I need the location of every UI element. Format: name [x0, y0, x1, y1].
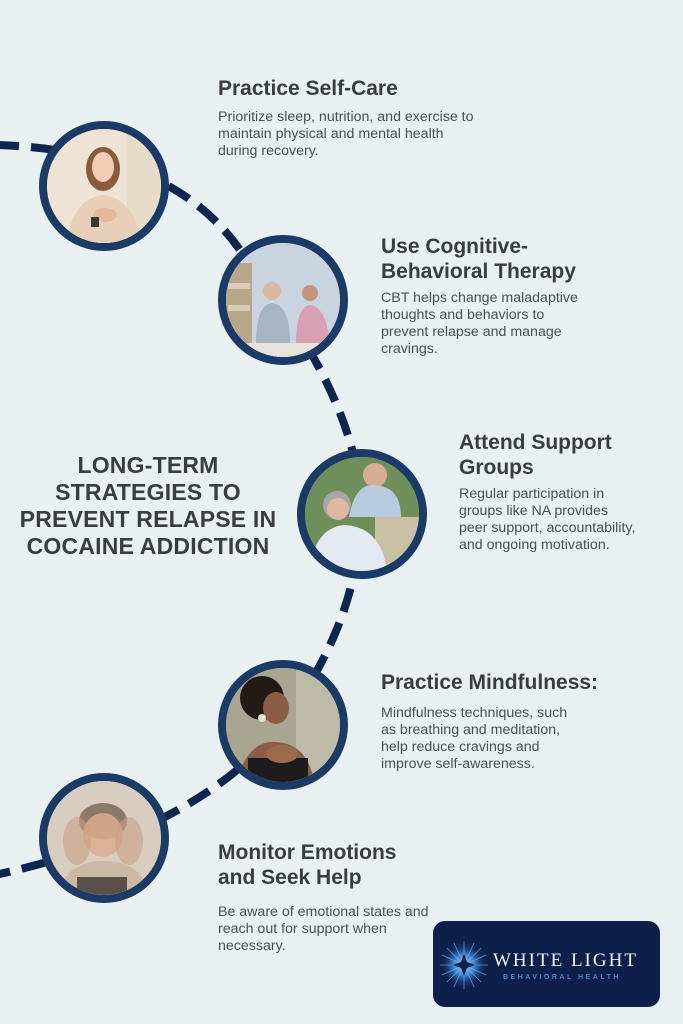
- logo-name: WHITE LIGHT: [493, 950, 638, 971]
- step-description: Regular participation in groups like NA …: [459, 486, 636, 553]
- step-self-care: Practice Self-Care Prioritize sleep, nut…: [218, 76, 478, 160]
- logo-subtitle: BEHAVIORAL HEALTH: [503, 974, 621, 981]
- white-light-logo: WHITE LIGHT BEHAVIORAL HEALTH: [433, 921, 660, 1007]
- therapy-session-photo: [218, 235, 348, 365]
- step-heading: Practice Mindfulness:: [381, 671, 599, 694]
- caregiver-support-photo: [297, 449, 427, 579]
- page-title: LONG-TERM STRATEGIES TO PREVENT RELAPSE …: [19, 452, 277, 559]
- step-cbt: Use Cognitive-Behavioral Therapy CBT hel…: [381, 234, 611, 358]
- step-heading: Use Cognitive-Behavioral Therapy: [381, 235, 576, 283]
- woman-breathing-photo: [218, 660, 348, 790]
- distressed-man-photo: [39, 773, 169, 903]
- step-support-groups: Attend Support Groups Regular participat…: [459, 430, 649, 554]
- step-mindfulness: Practice Mindfulness: Mindfulness techni…: [381, 670, 641, 773]
- step-description: Prioritize sleep, nutrition, and exercis…: [218, 109, 474, 159]
- step-monitor-emotions: Monitor Emotions and Seek Help Be aware …: [218, 840, 433, 955]
- woman-meditating-photo: [39, 121, 169, 251]
- starburst-icon: [440, 941, 488, 989]
- step-description: CBT helps change maladaptive thoughts an…: [381, 290, 578, 357]
- step-heading: Monitor Emotions and Seek Help: [218, 841, 397, 889]
- step-heading: Practice Self-Care: [218, 77, 398, 100]
- step-description: Be aware of emotional states and reach o…: [218, 904, 429, 954]
- step-heading: Attend Support Groups: [459, 431, 612, 479]
- step-description: Mindfulness techniques, such as breathin…: [381, 705, 568, 772]
